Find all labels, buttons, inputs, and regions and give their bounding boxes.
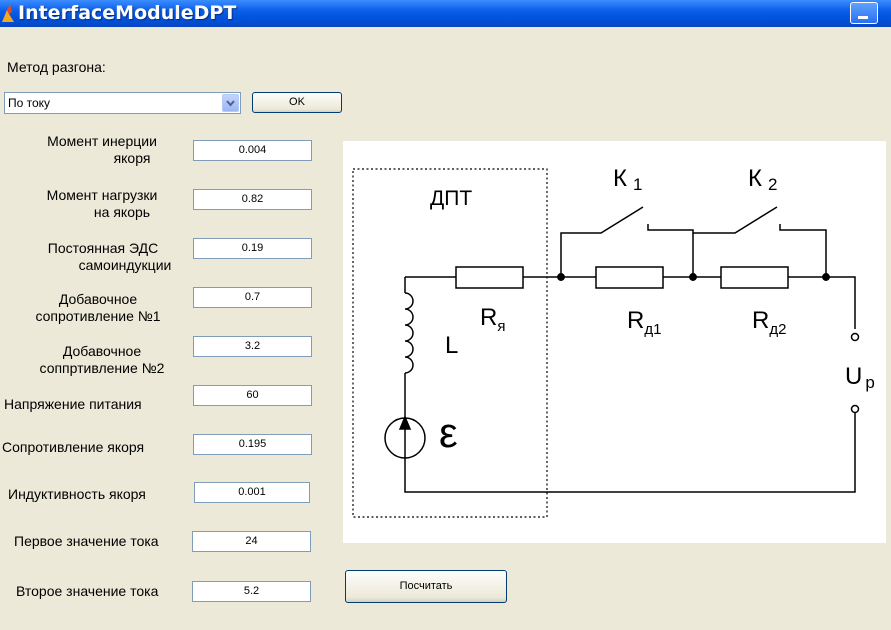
- emf-label: ε: [439, 409, 458, 456]
- switch-k1-contact: [647, 224, 694, 277]
- add-res-2-input[interactable]: 3.2: [193, 336, 312, 357]
- emf-const-input[interactable]: 0.19: [193, 238, 312, 259]
- param-label-armature-ind: Индуктивность якоря: [8, 486, 146, 502]
- current-1-input[interactable]: 24: [192, 531, 311, 552]
- resistor-rd2-label: Rд2: [752, 307, 786, 338]
- resistor-rd1-label: Rд1: [627, 307, 661, 338]
- title-bar[interactable]: InterfaceModuleDPT: [0, 0, 891, 27]
- param-label-current-1: Первое значение тока: [14, 533, 159, 549]
- add-res-1-input[interactable]: 0.7: [193, 287, 312, 308]
- supply-voltage-input[interactable]: 60: [193, 385, 312, 406]
- resistor-rd2: [720, 266, 789, 289]
- param-label-supply-voltage: Напряжение питания: [4, 396, 142, 412]
- inertia-input[interactable]: 0.004: [193, 140, 312, 161]
- resistor-ra-label: Rя: [480, 304, 505, 335]
- chevron-down-icon: [226, 100, 235, 107]
- motor-dashed-box: [352, 168, 548, 518]
- inductor-label: L: [445, 332, 458, 359]
- inductor-coil: [404, 292, 414, 374]
- wire-bottom: [404, 407, 856, 493]
- switch-k2: [693, 206, 778, 234]
- switch-k2-contact: [779, 224, 827, 277]
- ok-button[interactable]: OK: [252, 92, 342, 113]
- calculate-button[interactable]: Посчитать: [345, 570, 507, 603]
- switch-k1: [560, 206, 644, 277]
- load-input[interactable]: 0.82: [193, 189, 312, 210]
- method-select[interactable]: По току: [4, 92, 241, 114]
- motor-label: ДПТ: [430, 187, 472, 210]
- resistor-ra: [455, 266, 524, 289]
- current-2-input[interactable]: 5.2: [192, 581, 311, 602]
- window-title: InterfaceModuleDPT: [18, 2, 237, 24]
- terminal-top: [850, 332, 860, 342]
- dropdown-arrow-button[interactable]: [222, 94, 239, 112]
- method-label: Метод разгона:: [7, 59, 106, 75]
- method-select-value: По току: [8, 96, 51, 110]
- wire-rd2-right: [788, 276, 856, 329]
- emf-arrow-icon: [398, 415, 412, 430]
- terminal-bottom: [850, 404, 860, 414]
- matlab-app-icon: [2, 4, 14, 22]
- minimize-button[interactable]: [850, 2, 878, 24]
- armature-ind-input[interactable]: 0.001: [194, 482, 310, 503]
- param-label-armature-res: Сопротивление якоря: [2, 439, 145, 455]
- armature-res-input[interactable]: 0.195: [193, 434, 312, 455]
- resistor-rd1: [595, 266, 664, 289]
- param-label-current-2: Второе значение тока: [16, 583, 159, 599]
